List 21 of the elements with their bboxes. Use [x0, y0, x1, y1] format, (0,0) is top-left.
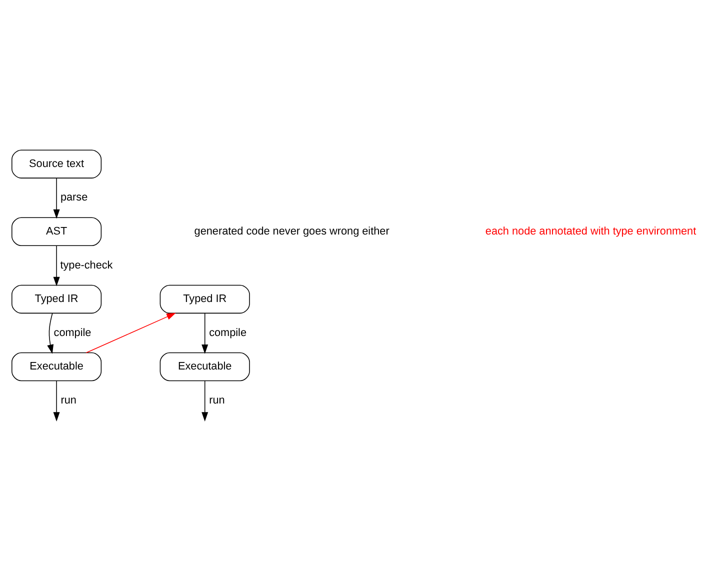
arrow: [202, 312, 208, 354]
arrow: [202, 380, 208, 421]
edge-label: run: [60, 394, 76, 406]
edge-label: compile: [54, 326, 92, 338]
node-box: Executable: [160, 352, 250, 381]
edge-label: run: [209, 394, 225, 406]
node-box: Source text: [12, 149, 102, 178]
edge-label: parse: [60, 191, 88, 204]
edge-label: type-check: [60, 258, 113, 271]
arrow: [53, 244, 60, 286]
arrow: [47, 312, 54, 354]
label: generated code never goes wrong either: [194, 225, 390, 238]
node-box: AST: [12, 216, 102, 246]
arrow: [86, 312, 176, 353]
arrow: [53, 177, 60, 218]
node-box: Typed IR: [160, 284, 250, 314]
node-box: Typed IR: [12, 284, 102, 314]
node-box: Executable: [12, 352, 102, 381]
edge-label: compile: [209, 326, 247, 338]
label: each node annotated with type environment: [485, 225, 696, 238]
arrow: [53, 380, 60, 421]
